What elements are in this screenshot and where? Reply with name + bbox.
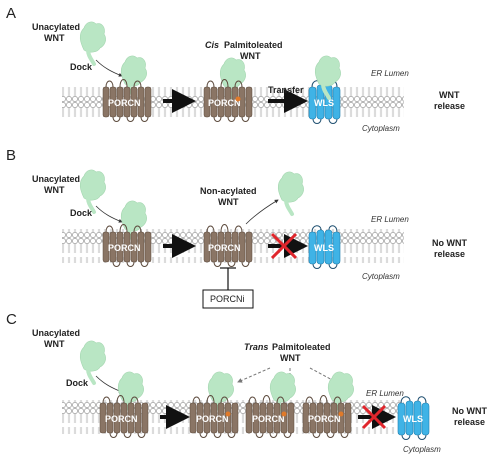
- porcn-label-c4: PORCN: [308, 414, 341, 424]
- trans-title-c: Palmitoleated: [272, 342, 331, 352]
- wnt-icon-a-free: [78, 19, 108, 66]
- wls-label-a: WLS: [314, 98, 334, 108]
- porcni-box: [202, 289, 254, 309]
- wnt-icon-b-free: [78, 167, 108, 214]
- panel-a-letter: A: [6, 5, 16, 22]
- unacylated-label-c-line1: Unacylated: [32, 328, 80, 338]
- outcome-a-line1: WNT: [439, 90, 460, 100]
- wls-label-b: WLS: [314, 243, 334, 253]
- outcome-c-line1: No WNT: [452, 406, 487, 416]
- release-arrow-b: [245, 199, 279, 225]
- porcn-label-a1: PORCN: [108, 98, 141, 108]
- panel-c-letter: C: [6, 311, 17, 328]
- unacylated-label-a-line2: WNT: [44, 33, 65, 43]
- nonacylated-title-b-line1: Non-acylated: [200, 186, 257, 196]
- palmitoleate-mark-c2: [281, 411, 287, 417]
- wnt-icon-b-released: [276, 169, 306, 216]
- dock-arrow-a: [95, 59, 123, 77]
- dock-arrow-c: [95, 375, 123, 393]
- porcn-label-b2: PORCN: [208, 243, 241, 253]
- transfer-label-a: Transfer: [268, 85, 304, 95]
- panel-c: C Unacylated WNT Dock PORCN Trans Palmit…: [6, 311, 487, 454]
- palmitoleate-mark-c1: [225, 411, 231, 417]
- cross-icon-b-b: [270, 232, 298, 260]
- panel-b-letter: B: [6, 147, 16, 164]
- dock-label-a: Dock: [70, 62, 93, 72]
- unacylated-label-a-line1: Unacylated: [32, 22, 80, 32]
- cytoplasm-label-b: Cytoplasm: [362, 272, 400, 281]
- porcn-label-a2: PORCN: [208, 98, 241, 108]
- er-lumen-label-a: ER Lumen: [371, 69, 409, 78]
- cis-title-a: Palmitoleated: [224, 40, 283, 50]
- outcome-a-line2: release: [434, 101, 465, 111]
- outcome-b-line2: release: [434, 249, 465, 259]
- trans-arrow-c-left: [237, 367, 271, 383]
- unacylated-label-c-line2: WNT: [44, 339, 65, 349]
- trans-title-c-line2: WNT: [280, 353, 301, 363]
- outcome-b-line1: No WNT: [432, 238, 467, 248]
- porcn-label-c1: PORCN: [105, 414, 138, 424]
- dock-label-b: Dock: [70, 208, 93, 218]
- er-lumen-label-c: ER Lumen: [366, 389, 404, 398]
- porcn-label-b1: PORCN: [108, 243, 141, 253]
- cis-title-a-line2: WNT: [240, 51, 261, 61]
- dock-arrow-b: [95, 205, 123, 223]
- wls-label-c: WLS: [403, 414, 423, 424]
- er-lumen-label-b: ER Lumen: [371, 215, 409, 224]
- palmitoleate-mark-c3: [338, 411, 344, 417]
- unacylated-label-b-line2: WNT: [44, 185, 65, 195]
- porcn-label-c2: PORCN: [196, 414, 229, 424]
- outcome-c-line2: release: [454, 417, 485, 427]
- wnt-icon-c-free: [78, 338, 108, 385]
- porcn-label-c3: PORCN: [252, 414, 285, 424]
- palmitoleate-mark-a: [235, 96, 241, 102]
- porcni-label: PORCNi: [210, 294, 245, 304]
- trans-prefix-c: Trans: [244, 342, 268, 352]
- panel-a: A Unacylated WNT Dock PORCN Cis Palmitol…: [6, 5, 465, 133]
- cis-prefix-a: Cis: [205, 40, 219, 50]
- panel-b: B Unacylated WNT Dock PORCN Non-acylated…: [6, 147, 467, 309]
- dock-label-c: Dock: [66, 378, 89, 388]
- nonacylated-title-b-line2: WNT: [218, 197, 239, 207]
- unacylated-label-b-line1: Unacylated: [32, 174, 80, 184]
- cytoplasm-label-c: Cytoplasm: [403, 445, 441, 454]
- cross-icon-c-b: [361, 404, 387, 430]
- cytoplasm-label-a: Cytoplasm: [362, 124, 400, 133]
